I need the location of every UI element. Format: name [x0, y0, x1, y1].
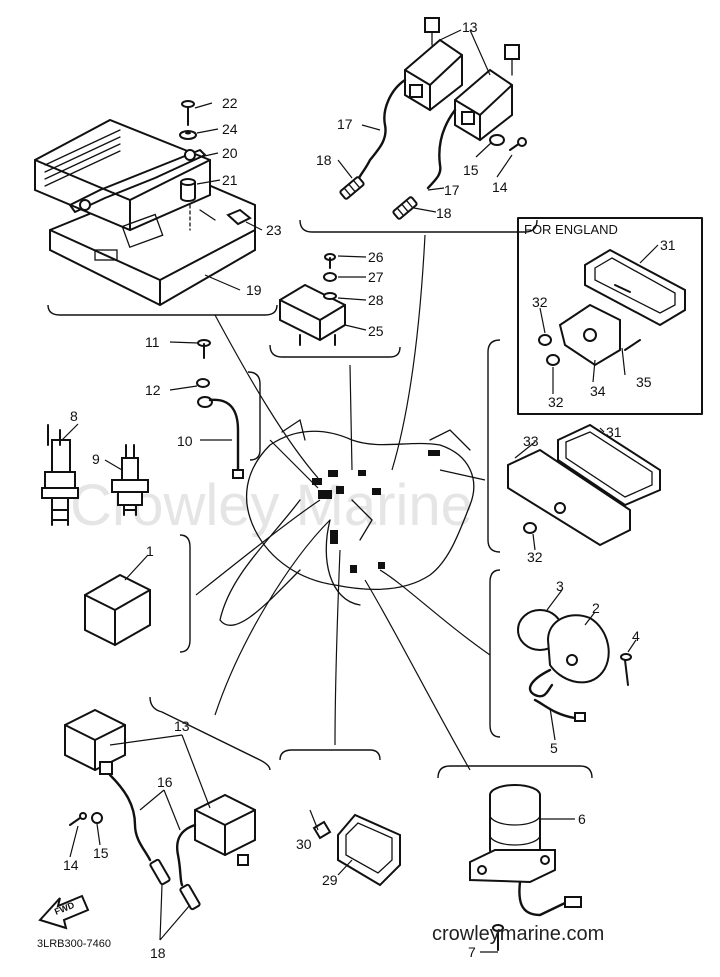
callout-12: 12 [145, 382, 161, 398]
callout-25: 25 [368, 323, 384, 339]
control-unit-19 [34, 118, 256, 307]
callout-13-top: 13 [462, 19, 478, 35]
callout-33: 33 [523, 433, 539, 449]
fasteners-19-group [179, 100, 252, 231]
callout-7: 7 [468, 944, 476, 960]
callout-29: 29 [322, 872, 338, 888]
fwd-arrow: FWD [38, 894, 90, 930]
callout-17-top: 17 [337, 116, 353, 132]
inset-title: FOR ENGLAND [524, 222, 618, 237]
callout-11: 11 [145, 334, 160, 350]
callout-31-inset: 31 [660, 237, 676, 253]
callout-32-inset-a: 32 [532, 294, 548, 310]
ignition-coils-top [339, 17, 527, 220]
central-engine-outline [219, 418, 475, 627]
callout-2: 2 [592, 600, 600, 616]
callout-leaders [61, 29, 659, 953]
callout-15-top: 15 [463, 162, 479, 178]
callout-21: 21 [222, 172, 238, 188]
bracket-strap-20 [69, 149, 206, 213]
sensor-block-25 [279, 253, 346, 346]
callout-31: 31 [606, 424, 622, 440]
callout-6: 6 [578, 811, 586, 827]
switch-8 [41, 424, 79, 526]
callout-35: 35 [636, 374, 652, 390]
callout-32-inset-b: 32 [548, 394, 564, 410]
connector-lines [195, 234, 491, 771]
callout-26: 26 [368, 249, 384, 265]
callout-27: 27 [368, 269, 384, 285]
callout-30: 30 [296, 836, 312, 852]
for-england-inset: FOR ENGLAND [517, 217, 703, 415]
switch-9 [111, 444, 149, 516]
callout-32: 32 [527, 549, 543, 565]
callout-19: 19 [246, 282, 262, 298]
callout-13-bottom: 13 [174, 718, 190, 734]
callout-20: 20 [222, 145, 238, 161]
callout-14-bottom: 14 [63, 857, 79, 873]
callout-numbers: 22 24 20 21 23 19 13 17 18 15 14 17 18 2… [63, 19, 676, 961]
ignition-coils-bottom [64, 708, 256, 911]
callout-22: 22 [222, 95, 238, 111]
callout-34: 34 [590, 383, 606, 399]
callout-1: 1 [146, 543, 154, 559]
callout-16: 16 [157, 774, 173, 790]
callout-28: 28 [368, 292, 384, 308]
callout-17-lower: 17 [444, 182, 460, 198]
group-brackets [47, 219, 593, 779]
callout-18-lower: 18 [436, 205, 452, 221]
website-label: crowleymarine.com [432, 923, 604, 945]
relay-1 [84, 573, 151, 647]
callout-3: 3 [556, 578, 564, 594]
callout-23: 23 [266, 222, 282, 238]
drawing-code: 3LRB300-7460 [37, 938, 111, 950]
callout-8: 8 [70, 408, 78, 424]
callout-14-top: 14 [492, 179, 508, 195]
callout-5: 5 [550, 740, 558, 756]
callout-18-bottom: 18 [150, 945, 166, 961]
solenoid-6 [469, 784, 582, 951]
callout-15-bottom: 15 [93, 845, 109, 861]
callout-9: 9 [92, 451, 100, 467]
lead-10 [196, 339, 244, 479]
callout-10: 10 [177, 433, 193, 449]
reflector-assembly [507, 423, 661, 547]
callout-24: 24 [222, 121, 238, 137]
callout-18-top: 18 [316, 152, 332, 168]
callout-4: 4 [632, 628, 640, 644]
reflector-29 [312, 813, 401, 887]
sensor-2 [517, 609, 632, 722]
